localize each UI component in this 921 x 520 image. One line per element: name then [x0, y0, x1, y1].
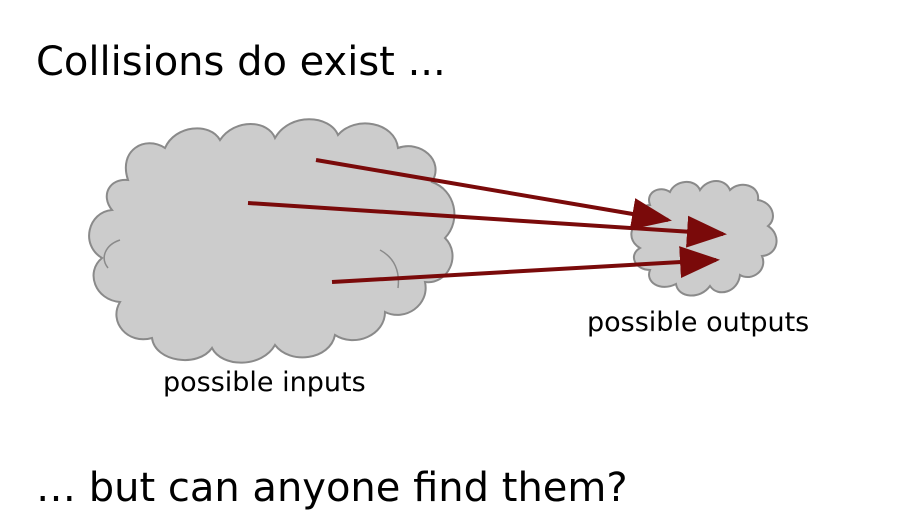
- collision-arrow-1: [315, 158, 672, 230]
- slide-question: … but can anyone find them?: [36, 465, 628, 511]
- outputs-label: possible outputs: [587, 307, 810, 338]
- collision-arrow-2: [247, 201, 727, 248]
- slide-title: Collisions do exist ...: [36, 39, 446, 85]
- inputs-cloud: [88, 118, 456, 364]
- collision-arrow-3: [331, 246, 720, 284]
- outputs-cloud: [630, 180, 778, 297]
- inputs-label: possible inputs: [163, 367, 366, 398]
